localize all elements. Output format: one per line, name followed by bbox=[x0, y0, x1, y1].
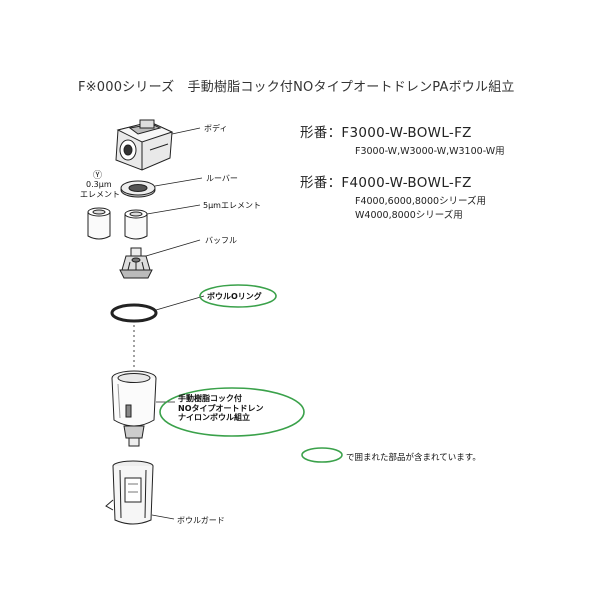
baffle-label: バッフル bbox=[205, 236, 237, 245]
bowl-oring-part bbox=[110, 303, 158, 323]
model-2-compat-1: F4000,6000,8000シリーズ用 bbox=[355, 196, 487, 207]
drain-bowl-label: 手動樹脂コック付 NOタイプオートドレン ナイロンボウル組立 bbox=[178, 394, 264, 423]
drain-bowl-highlight bbox=[159, 387, 305, 437]
element-5-label: 5μmエレメント bbox=[203, 201, 261, 210]
page-title: F※000シリーズ 手動樹脂コック付NOタイプオートドレンPAボウル組立 bbox=[78, 80, 515, 95]
louver-part bbox=[120, 180, 156, 198]
model-2-compat-2: W4000,8000シリーズ用 bbox=[355, 210, 463, 221]
element-03-part bbox=[87, 207, 111, 240]
louver-label: ルーバー bbox=[206, 174, 238, 183]
bowl-guard-part bbox=[105, 460, 154, 525]
bowl-guard-label: ボウルガード bbox=[177, 516, 225, 525]
element-5-part bbox=[124, 209, 148, 240]
body-label: ボディ bbox=[204, 124, 228, 133]
legend-text: で囲まれた部品が含まれています。 bbox=[346, 453, 481, 463]
element-03-label: 0.3μm エレメント bbox=[80, 180, 120, 199]
baffle-part bbox=[119, 247, 153, 279]
bowl-oring-label: ボウルOリング bbox=[207, 292, 262, 301]
bowl-oring-highlight bbox=[199, 284, 277, 308]
drain-bowl-part bbox=[111, 370, 157, 447]
model-number-1: 形番：F3000-W-BOWL-FZ bbox=[300, 125, 472, 141]
body-leader bbox=[171, 127, 201, 135]
option-mark: Ⓨ bbox=[93, 171, 103, 181]
body-part bbox=[115, 119, 174, 171]
legend-highlight-sample bbox=[301, 447, 343, 463]
model-1-compat: F3000-W,W3000-W,W3100-W用 bbox=[355, 146, 505, 157]
model-number-2: 形番：F4000-W-BOWL-FZ bbox=[300, 175, 472, 191]
